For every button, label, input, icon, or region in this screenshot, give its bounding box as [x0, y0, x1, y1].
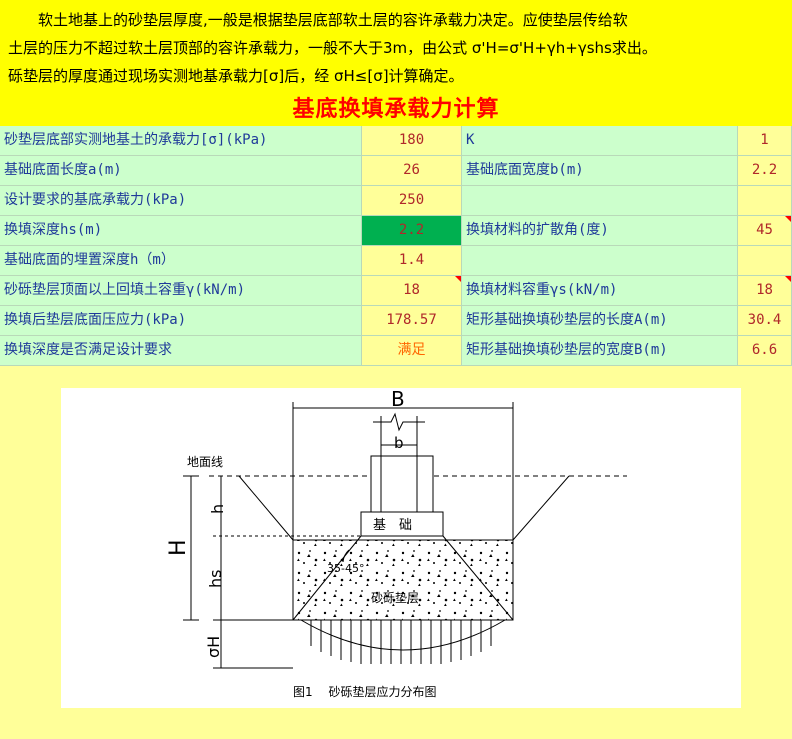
cell-label-backfill-unit-weight[interactable]: 砂砾垫层顶面以上回填土容重γ(kN/m) — [0, 276, 362, 306]
label-embed-depth: h — [208, 504, 227, 514]
calc-table: 砂垫层底部实测地基土的承载力[σ](kPa) 180 K 1 基础底面长度a(m… — [0, 126, 792, 366]
cell-value-bearing-capacity[interactable]: 180 — [362, 126, 462, 156]
label-depth-total: H — [166, 539, 191, 556]
cell-value-requirement-check[interactable]: 满足 — [362, 336, 462, 366]
table-row: 砂砾垫层顶面以上回填土容重γ(kN/m) 18 换填材料容重γs(kN/m) 1… — [0, 276, 792, 306]
sheet-title[interactable]: 基底换填承载力计算 — [0, 96, 792, 126]
label-gravel-layer: 砂砾垫层 — [371, 590, 419, 605]
cell-label-fill-unit-weight[interactable]: 换填材料容重γs(kN/m) — [462, 276, 738, 306]
table-row: 设计要求的基底承载力(kPa) 250 — [0, 186, 792, 216]
cell-label-base-width[interactable]: 基础底面宽度b(m) — [462, 156, 738, 186]
label-b-inner: b — [394, 434, 404, 452]
cell-text: 18 — [403, 282, 420, 298]
cell-value-fill-unit-weight[interactable]: 18 — [738, 276, 792, 306]
intro-line-1: 软土地基上的砂垫层厚度,一般是根据垫层底部软土层的容许承载力决定。应使垫层传给软 — [38, 11, 628, 29]
cell-empty[interactable] — [462, 246, 738, 276]
cell-empty[interactable] — [738, 186, 792, 216]
gravel-cushion: 35-45° 砂砾垫层 — [292, 535, 514, 621]
cell-label-requirement-check[interactable]: 换填深度是否满足设计要求 — [0, 336, 362, 366]
cell-text: 45 — [756, 222, 773, 238]
comment-marker-icon[interactable] — [785, 216, 791, 222]
cell-text: 18 — [756, 282, 773, 298]
cell-label-design-capacity[interactable]: 设计要求的基底承载力(kPa) — [0, 186, 362, 216]
cell-label-embed-depth[interactable]: 基础底面的埋置深度h（m） — [0, 246, 362, 276]
table-row: 换填后垫层底面压应力(kPa) 178.57 矩形基础换填砂垫层的长度A(m) … — [0, 306, 792, 336]
excavation-slope-right — [512, 475, 570, 541]
table-row: 基础底面的埋置深度h（m） 1.4 — [0, 246, 792, 276]
cell-label-bearing-capacity[interactable]: 砂垫层底部实测地基土的承载力[σ](kPa) — [0, 126, 362, 156]
label-fill-depth: hs — [206, 570, 225, 588]
cell-value-design-capacity[interactable]: 250 — [362, 186, 462, 216]
column-stub — [373, 412, 425, 456]
cell-value-k[interactable]: 1 — [738, 126, 792, 156]
label-spread-angle: 35-45° — [327, 562, 364, 575]
cell-label-layer-length[interactable]: 矩形基础换填砂垫层的长度A(m) — [462, 306, 738, 336]
cell-label-layer-bottom-stress[interactable]: 换填后垫层底面压应力(kPa) — [0, 306, 362, 336]
figure-caption: 图1 砂砾垫层应力分布图 — [293, 684, 436, 699]
cell-value-spread-angle[interactable]: 45 — [738, 216, 792, 246]
comment-marker-icon[interactable] — [455, 276, 461, 282]
stress-hatch — [300, 619, 506, 664]
comment-marker-icon[interactable] — [785, 276, 791, 282]
label-ground-line: 地面线 — [187, 455, 223, 469]
label-foundation: 基 础 — [373, 518, 412, 533]
cell-value-fill-depth[interactable]: 2.2 — [362, 216, 462, 246]
cell-label-spread-angle[interactable]: 换填材料的扩散角(度) — [462, 216, 738, 246]
cell-value-embed-depth[interactable]: 1.4 — [362, 246, 462, 276]
label-b-outer: B — [391, 388, 405, 411]
depth-dimensions: H h hs σH — [166, 475, 361, 669]
cell-empty[interactable] — [738, 246, 792, 276]
dimension-b-outer: B — [292, 388, 514, 540]
figure-area: B b 地面线 — [0, 368, 792, 739]
cell-empty[interactable] — [462, 186, 738, 216]
cell-label-k[interactable]: K — [462, 126, 738, 156]
intro-line-3: 砾垫层的厚度通过现场实测地基承载力[σ]后，经 σH≤[σ]计算确定。 — [8, 67, 464, 85]
cell-value-base-width[interactable]: 2.2 — [738, 156, 792, 186]
excavation-slope-left — [238, 475, 294, 541]
stress-distribution-diagram: B b 地面线 — [166, 388, 627, 699]
table-row: 换填深度hs(m) 2.2 换填材料的扩散角(度) 45 — [0, 216, 792, 246]
cell-value-backfill-unit-weight[interactable]: 18 — [362, 276, 462, 306]
footing: 基 础 — [360, 455, 444, 537]
stress-distribution-figure[interactable]: B b 地面线 — [61, 388, 741, 708]
cell-value-layer-width[interactable]: 6.6 — [738, 336, 792, 366]
cell-label-fill-depth[interactable]: 换填深度hs(m) — [0, 216, 362, 246]
table-row: 换填深度是否满足设计要求 满足 矩形基础换填砂垫层的宽度B(m) 6.6 — [0, 336, 792, 366]
intro-text-block[interactable]: 软土地基上的砂垫层厚度,一般是根据垫层底部软土层的容许承载力决定。应使垫层传给软… — [0, 0, 792, 96]
label-stress: σH — [204, 636, 223, 658]
cell-value-base-length[interactable]: 26 — [362, 156, 462, 186]
table-row: 砂垫层底部实测地基土的承载力[σ](kPa) 180 K 1 — [0, 126, 792, 156]
table-row: 基础底面长度a(m) 26 基础底面宽度b(m) 2.2 — [0, 156, 792, 186]
cell-label-layer-width[interactable]: 矩形基础换填砂垫层的宽度B(m) — [462, 336, 738, 366]
dimension-b-inner: b — [381, 434, 417, 452]
cell-value-layer-length[interactable]: 30.4 — [738, 306, 792, 336]
cell-label-base-length[interactable]: 基础底面长度a(m) — [0, 156, 362, 186]
cell-value-layer-bottom-stress[interactable]: 178.57 — [362, 306, 462, 336]
intro-line-2: 土层的压力不超过软土层顶部的容许承载力，一般不大于3m，由公式 σ'H=σ'H+… — [8, 39, 657, 57]
